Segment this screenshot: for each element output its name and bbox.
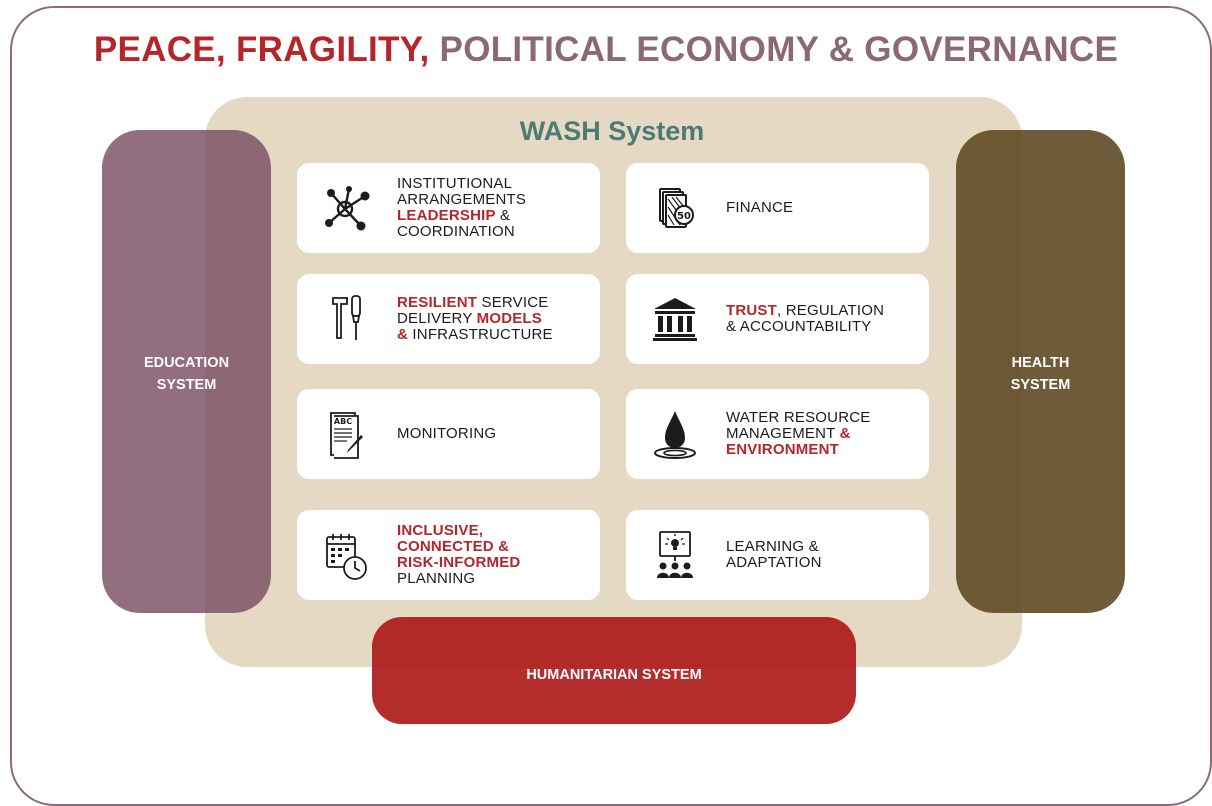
title-rest: POLITICAL ECONOMY & GOVERNANCE (429, 30, 1119, 69)
wash-system-title: WASH System (519, 116, 705, 146)
finance-label: FINANCE (726, 199, 794, 216)
health-system-box (956, 130, 1125, 613)
institutional-line3: LEADERSHIP & (397, 208, 590, 224)
trust-line1: TRUST, REGULATION (726, 303, 919, 319)
planning-line1: INCLUSIVE, (397, 522, 484, 539)
humanitarian-system-box (372, 617, 856, 724)
humanitarian-system-label: HUMANITARIAN SYSTEM (526, 667, 702, 683)
models-highlight: MODELS (476, 310, 542, 327)
resilient-line1: RESILIENT SERVICE (397, 295, 590, 311)
resilient-amp: & (397, 326, 409, 343)
monitoring-label: MONITORING (397, 425, 497, 442)
card-institutional: INSTITUTIONAL ARRANGEMENTS LEADERSHIP & … (297, 163, 600, 253)
resilient-highlight: RESILIENT (397, 294, 478, 311)
planning-line2: CONNECTED & (397, 538, 510, 555)
resilient-delivery: DELIVERY (397, 310, 477, 327)
money-icon: 50 (648, 181, 702, 235)
water-amp: & (839, 425, 851, 442)
health-system-label: HEALTH SYSTEM (956, 352, 1125, 396)
presentation-icon (648, 528, 702, 582)
education-line1: EDUCATION (143, 355, 230, 371)
card-finance: 50 FINANCE (626, 163, 929, 253)
network-icon (319, 181, 373, 235)
card-planning: INCLUSIVE, CONNECTED & RISK-INFORMED PLA… (297, 510, 600, 600)
institutional-amp: & (495, 207, 511, 224)
learning-line1: LEARNING & (726, 538, 819, 555)
education-system-box (102, 130, 271, 613)
card-learning: LEARNING & ADAPTATION (626, 510, 929, 600)
trust-highlight: TRUST (726, 302, 777, 319)
card-resilient: RESILIENT SERVICE DELIVERY MODELS & INFR… (297, 274, 600, 364)
water-management: MANAGEMENT (726, 425, 840, 442)
resilient-infrastructure: INFRASTRUCTURE (408, 326, 553, 343)
health-line1: HEALTH (1011, 355, 1070, 371)
tools-icon (319, 292, 373, 346)
water-line1: WATER RESOURCE (726, 409, 871, 426)
health-line2: SYSTEM (1010, 377, 1071, 393)
institutional-line1: INSTITUTIONAL (397, 175, 513, 192)
card-trust: TRUST, REGULATION & ACCOUNTABILITY (626, 274, 929, 364)
institutional-line2: ARRANGEMENTS (397, 191, 527, 208)
planning-line4: PLANNING (397, 570, 476, 587)
resilient-service: SERVICE (477, 294, 549, 311)
card-water: WATER RESOURCE MANAGEMENT & ENVIRONMENT (626, 389, 929, 479)
education-line2: SYSTEM (156, 377, 217, 393)
document-icon: ABC (319, 407, 373, 461)
resilient-line2: DELIVERY MODELS (397, 311, 590, 327)
planning-line3: RISK-INFORMED (397, 554, 521, 571)
resilient-line3: & INFRASTRUCTURE (397, 327, 590, 343)
environment-highlight: ENVIRONMENT (726, 441, 840, 458)
calendar-clock-icon (319, 528, 373, 582)
water-line2: MANAGEMENT & (726, 426, 919, 442)
water-drop-icon (648, 407, 702, 461)
document-icon-text: ABC (334, 417, 352, 426)
learning-line2: ADAPTATION (726, 554, 822, 571)
education-system-label: EDUCATION SYSTEM (102, 352, 271, 396)
institutional-line4: COORDINATION (397, 223, 515, 240)
trust-regulation: , REGULATION (777, 302, 885, 319)
trust-line2: & ACCOUNTABILITY (726, 318, 872, 335)
svg-text:50: 50 (677, 211, 691, 222)
page-title: PEACE, FRAGILITY, POLITICAL ECONOMY & GO… (0, 30, 1212, 70)
institution-icon (648, 292, 702, 346)
title-highlight: PEACE, FRAGILITY, (93, 30, 430, 69)
card-monitoring: ABC MONITORING (297, 389, 600, 479)
leadership-highlight: LEADERSHIP (397, 207, 496, 224)
